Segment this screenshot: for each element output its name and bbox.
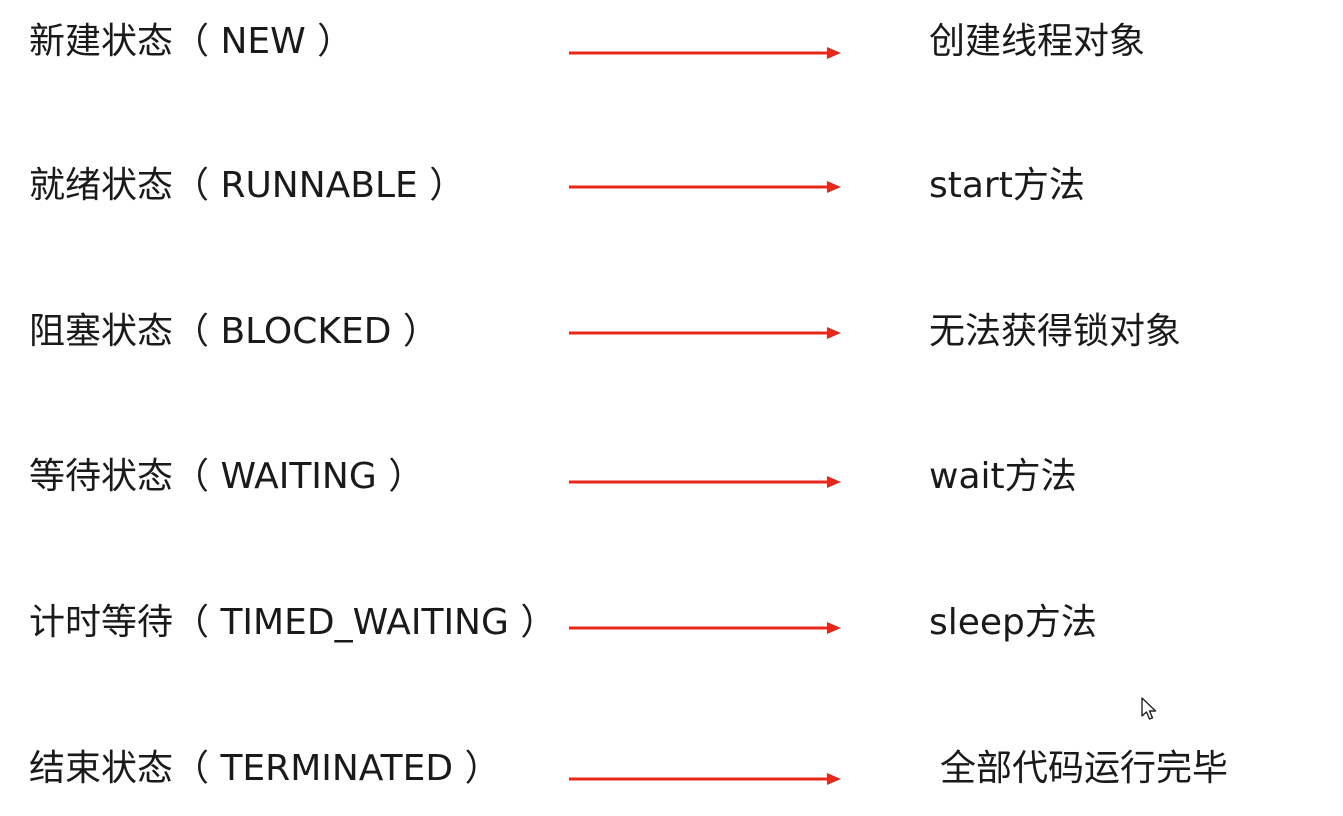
trigger-label-terminated: 全部代码运行完毕 — [940, 748, 1229, 789]
arrow-icon — [567, 302, 843, 362]
state-label-runnable: 就绪状态（ RUNNABLE ） — [29, 165, 466, 206]
mouse-pointer-icon — [1140, 697, 1158, 721]
trigger-label-runnable: start方法 — [929, 165, 1085, 206]
trigger-label-timed-waiting: sleep方法 — [929, 602, 1097, 643]
arrow-icon — [567, 593, 843, 653]
trigger-label-waiting: wait方法 — [929, 456, 1077, 497]
arrow-icon — [567, 12, 843, 72]
trigger-label-new: 创建线程对象 — [929, 21, 1146, 62]
state-row-waiting: 等待状态（ WAITING ） wait方法 — [0, 447, 1343, 507]
state-row-runnable: 就绪状态（ RUNNABLE ） start方法 — [0, 156, 1343, 216]
trigger-label-blocked: 无法获得锁对象 — [929, 311, 1182, 352]
state-label-new: 新建状态（ NEW ） — [29, 21, 354, 62]
state-label-timed-waiting: 计时等待（ TIMED_WAITING ） — [29, 602, 557, 643]
state-row-timed-waiting: 计时等待（ TIMED_WAITING ） sleep方法 — [0, 593, 1343, 653]
arrow-icon — [567, 156, 843, 216]
state-label-waiting: 等待状态（ WAITING ） — [29, 456, 425, 497]
state-row-terminated: 结束状态（ TERMINATED ） 全部代码运行完毕 — [0, 739, 1343, 799]
state-label-blocked: 阻塞状态（ BLOCKED ） — [29, 311, 439, 352]
state-label-terminated: 结束状态（ TERMINATED ） — [29, 748, 501, 789]
state-row-blocked: 阻塞状态（ BLOCKED ） 无法获得锁对象 — [0, 302, 1343, 362]
state-row-new: 新建状态（ NEW ） 创建线程对象 — [0, 12, 1343, 72]
arrow-icon — [567, 447, 843, 507]
arrow-icon — [567, 739, 843, 799]
